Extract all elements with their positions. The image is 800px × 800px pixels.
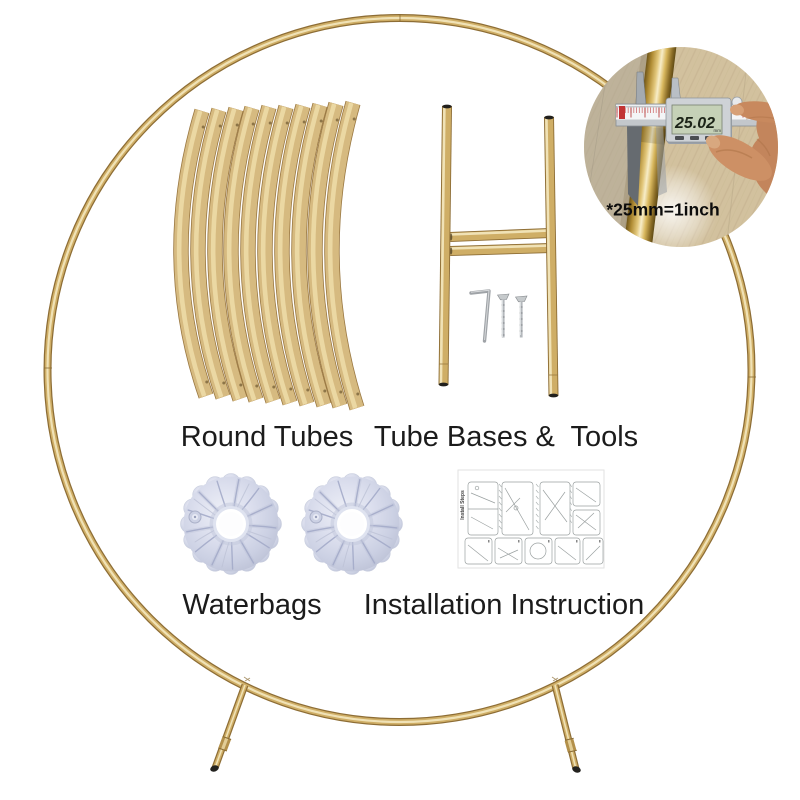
caliper-unit: mm	[714, 128, 722, 133]
instruction-sheet: Install Steps	[457, 469, 605, 569]
h-crossbar-lower	[449, 243, 552, 256]
screw	[514, 295, 528, 338]
caliper-photo-inset: 25.02 mm *25mm=1inch	[584, 47, 778, 247]
round-tubes-bundle	[173, 100, 365, 411]
ring-leg-left	[210, 676, 251, 772]
caliper: 25.02 mm	[615, 71, 778, 206]
allen-key	[469, 289, 491, 343]
label-round-tubes: Round Tubes	[181, 421, 354, 453]
leg-foot-cap-right	[572, 766, 581, 773]
measure-note: *25mm=1inch	[606, 200, 719, 220]
caliper-display: 25.02 mm	[665, 97, 732, 144]
caliper-reading: 25.02	[674, 115, 715, 132]
ring-frame	[43, 14, 756, 726]
label-installation-instruction: Installation Instruction	[364, 589, 644, 621]
h-crossbar-upper	[449, 228, 551, 242]
caliper-lower-jaw	[627, 126, 642, 206]
label-tube-bases-tools: Tube Bases & Tools	[374, 421, 638, 453]
caliper-lcd	[671, 104, 723, 135]
tube-base-h-frame	[438, 104, 559, 398]
thumb	[708, 135, 772, 181]
label-waterbags: Waterbags	[182, 589, 321, 621]
install-steps-label: Install Steps	[460, 490, 466, 520]
waterbag-right	[299, 471, 405, 577]
index-finger	[734, 101, 778, 123]
waterbag-left	[178, 471, 284, 577]
hand	[705, 90, 778, 212]
h-left-tube	[438, 104, 452, 387]
leg-foot-cap-left	[210, 765, 219, 772]
screw	[496, 293, 510, 338]
h-right-tube	[544, 115, 559, 398]
caliper-red-mark	[619, 106, 625, 119]
caliper-upper-jaw-left	[635, 71, 647, 105]
ring-leg-right	[551, 676, 581, 773]
